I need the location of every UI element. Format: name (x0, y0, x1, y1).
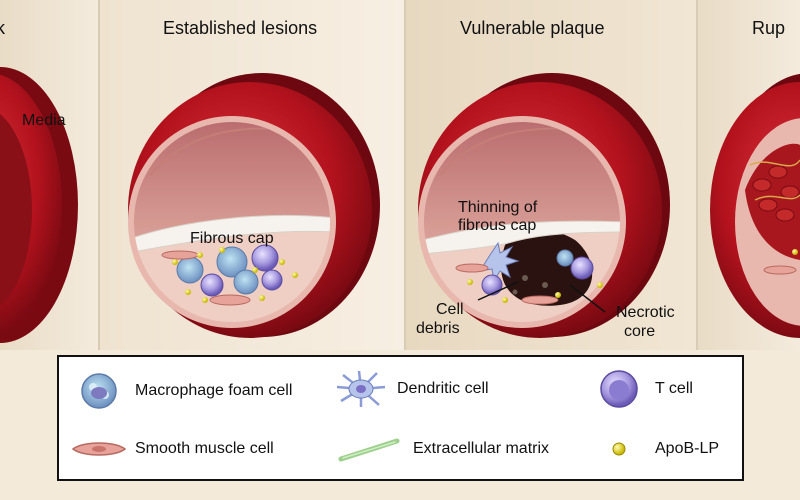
legend-item-tcell: T cell (589, 367, 693, 411)
vessel-vulnerable-plaque (418, 73, 670, 338)
vessel-panel-1 (0, 67, 78, 343)
legend-label-smooth-muscle: Smooth muscle cell (135, 440, 274, 457)
t-cell-icon (600, 370, 638, 408)
legend-item-ecm: Extracellular matrix (331, 427, 549, 471)
smooth-muscle-cell-icon (71, 442, 127, 456)
panel-title-established-lesions: Established lesions (163, 18, 318, 38)
legend-label-tcell: T cell (655, 380, 693, 397)
cells-vulnerable (455, 241, 603, 305)
legend: Macrophage foam cell Dendritic cell T ce… (57, 355, 744, 481)
apob-lp-icon (612, 442, 626, 456)
cell-debris-label-line1: Cell (436, 301, 464, 318)
cell-debris-label-line2: debris (416, 320, 460, 337)
vessel-panel-4 (710, 73, 800, 338)
panel-title-rupture: Rup (752, 18, 786, 38)
cells-established (161, 244, 298, 306)
legend-item-dendritic: Dendritic cell (331, 367, 489, 411)
media-label: Media (22, 112, 66, 129)
dendritic-cell-icon (336, 370, 386, 407)
vessel-established-lesions (128, 73, 380, 338)
legend-label-apob: ApoB-LP (655, 440, 720, 457)
necrotic-core-label-line1: Necrotic (616, 304, 675, 321)
macrophage-foam-cell-icon (81, 373, 117, 409)
legend-item-macrophage: Macrophage foam cell (69, 369, 292, 413)
legend-label-dendritic: Dendritic cell (397, 380, 489, 397)
legend-item-apob: ApoB-LP (589, 427, 719, 471)
necrotic-core-label-line2: core (624, 323, 656, 340)
fibrous-cap-label: Fibrous cap (190, 230, 274, 247)
extracellular-matrix-icon (338, 438, 400, 462)
thinning-label-line1: Thinning of (458, 199, 538, 216)
legend-item-smooth-muscle: Smooth muscle cell (69, 427, 274, 471)
necrotic-core (501, 229, 593, 306)
panel-title-vulnerable-plaque: Vulnerable plaque (460, 18, 605, 38)
panel-title-1: k (0, 18, 5, 38)
legend-label-macrophage: Macrophage foam cell (135, 382, 293, 399)
cell-debris-pointer (477, 281, 519, 301)
necrotic-core-pointer (569, 284, 606, 313)
thinning-label-line2: fibrous cap (458, 217, 537, 234)
legend-label-ecm: Extracellular matrix (413, 440, 550, 457)
